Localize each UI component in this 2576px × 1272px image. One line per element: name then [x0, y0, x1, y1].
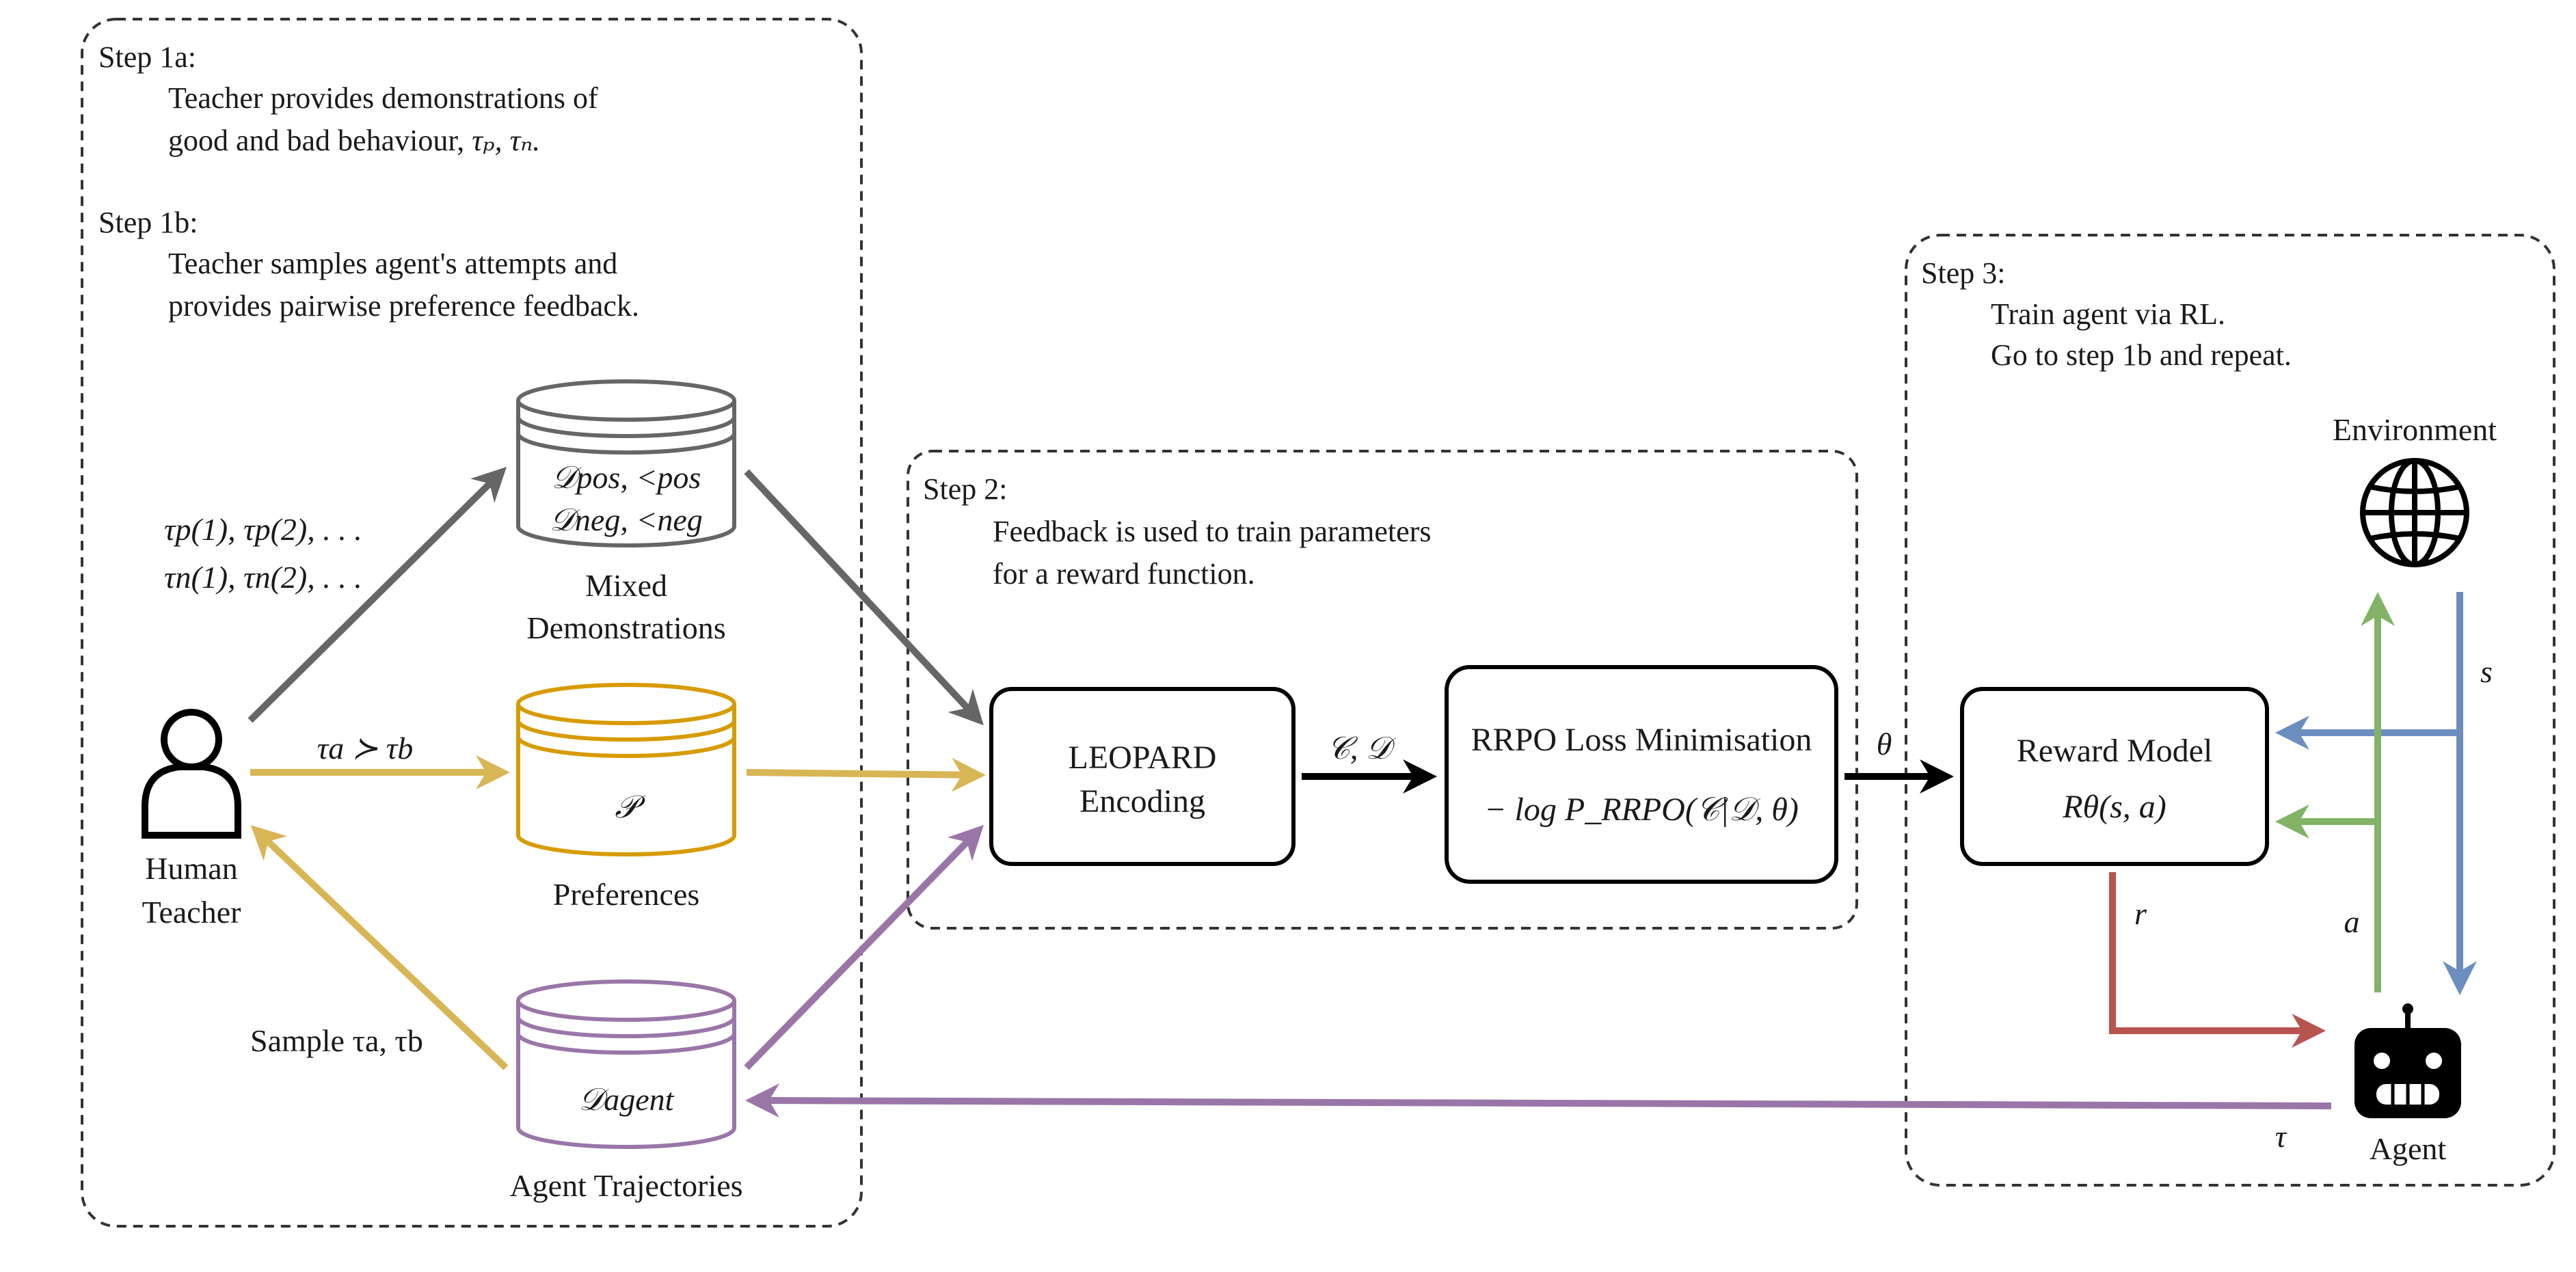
step3-line2: Go to step 1b and repeat.: [1991, 338, 2292, 372]
agent-label: Agent: [2370, 1131, 2447, 1166]
mixed-db-line1: 𝒟pos, <pos: [552, 460, 701, 495]
step1a-line1: Teacher provides demonstrations of: [168, 81, 598, 115]
leopard-line2: Encoding: [1079, 783, 1205, 820]
r-edge: [2109, 872, 2326, 1048]
cd-edge-label: 𝒞, 𝒟: [1327, 731, 1397, 766]
globe-icon: [2360, 458, 2469, 567]
leopard-encoding-box: [989, 687, 1296, 866]
teacher-label-line1: Human: [145, 851, 237, 886]
sample-edge-label: Sample τa, τb: [250, 1023, 423, 1058]
pref-edge-label: τa ≻ τb: [317, 731, 413, 766]
agent-trajectories-db-icon: [516, 979, 736, 1149]
r-edge-label: r: [2134, 896, 2147, 931]
demos-label-positive: τp(1), τp(2), . . .: [164, 512, 362, 547]
step1a-line2-math: τₚ, τₙ.: [472, 124, 540, 157]
step3-title: Step 3:: [1921, 256, 2005, 290]
step1b-title: Step 1b:: [98, 206, 198, 239]
step2-line2: for a reward function.: [993, 557, 1255, 591]
environment-label: Environment: [2333, 412, 2497, 447]
reward-line1: Reward Model: [2017, 733, 2213, 769]
step1a-line2-text: good and bad behaviour,: [168, 124, 464, 157]
preferences-label: Preferences: [553, 877, 700, 912]
preferences-db-icon: [516, 683, 736, 856]
step3-container: [1905, 234, 2555, 1187]
step2-title: Step 2:: [923, 472, 1007, 506]
step1a-title: Step 1a:: [98, 40, 196, 74]
reward-line2: Rθ(s, a): [2062, 789, 2166, 825]
agent-trajectories-label: Agent Trajectories: [509, 1168, 742, 1203]
step1b-line2: provides pairwise preference feedback.: [168, 289, 639, 323]
mixed-demonstrations-db-icon: [516, 379, 736, 547]
human-teacher-icon: [142, 709, 241, 839]
teacher-label-line2: Teacher: [142, 895, 241, 930]
demos-label-negative: τn(1), τn(2), . . .: [164, 560, 362, 595]
a-edge-label: a: [2344, 904, 2360, 939]
robot-icon: [2354, 1003, 2461, 1118]
mixed-label-line2: Demonstrations: [526, 610, 725, 645]
reward-model-box: [1960, 687, 2269, 866]
step2-container: [907, 450, 1858, 930]
arrow-mixed-to-leopard: [744, 469, 984, 726]
rrpo-line2: − log P_RRPO(𝒞|𝒟, θ): [1484, 791, 1799, 828]
mixed-db-line2: 𝒟neg, <neg: [550, 502, 703, 537]
step1a-line2: good and bad behaviour, τₚ, τₙ.: [168, 124, 540, 157]
agent-db-symbol: 𝒟agent: [579, 1082, 675, 1117]
step1b-line1: Teacher samples agent's attempts and: [168, 247, 617, 280]
rrpo-line1: RRPO Loss Minimisation: [1471, 722, 1812, 758]
rrpo-loss-box: [1445, 665, 1838, 884]
theta-edge-label: θ: [1877, 727, 1892, 761]
arrow-preferences-to-leopard: [746, 757, 986, 792]
tau-edge: [745, 1083, 2332, 1118]
s-edge-label: s: [2480, 654, 2493, 689]
arrow-agentdb-to-leopard: [744, 824, 984, 1070]
arrow-teacher-to-mixed: [247, 466, 507, 723]
arrow-agentdb-to-teacher: [250, 825, 509, 1070]
tau-edge-label: τ: [2275, 1119, 2287, 1154]
mixed-label-line1: Mixed: [585, 568, 667, 603]
step1-container: [81, 18, 863, 1228]
step3-line1: Train agent via RL.: [1991, 297, 2225, 331]
step2-line1: Feedback is used to train parameters: [993, 515, 1431, 548]
leopard-line1: LEOPARD: [1069, 740, 1217, 776]
